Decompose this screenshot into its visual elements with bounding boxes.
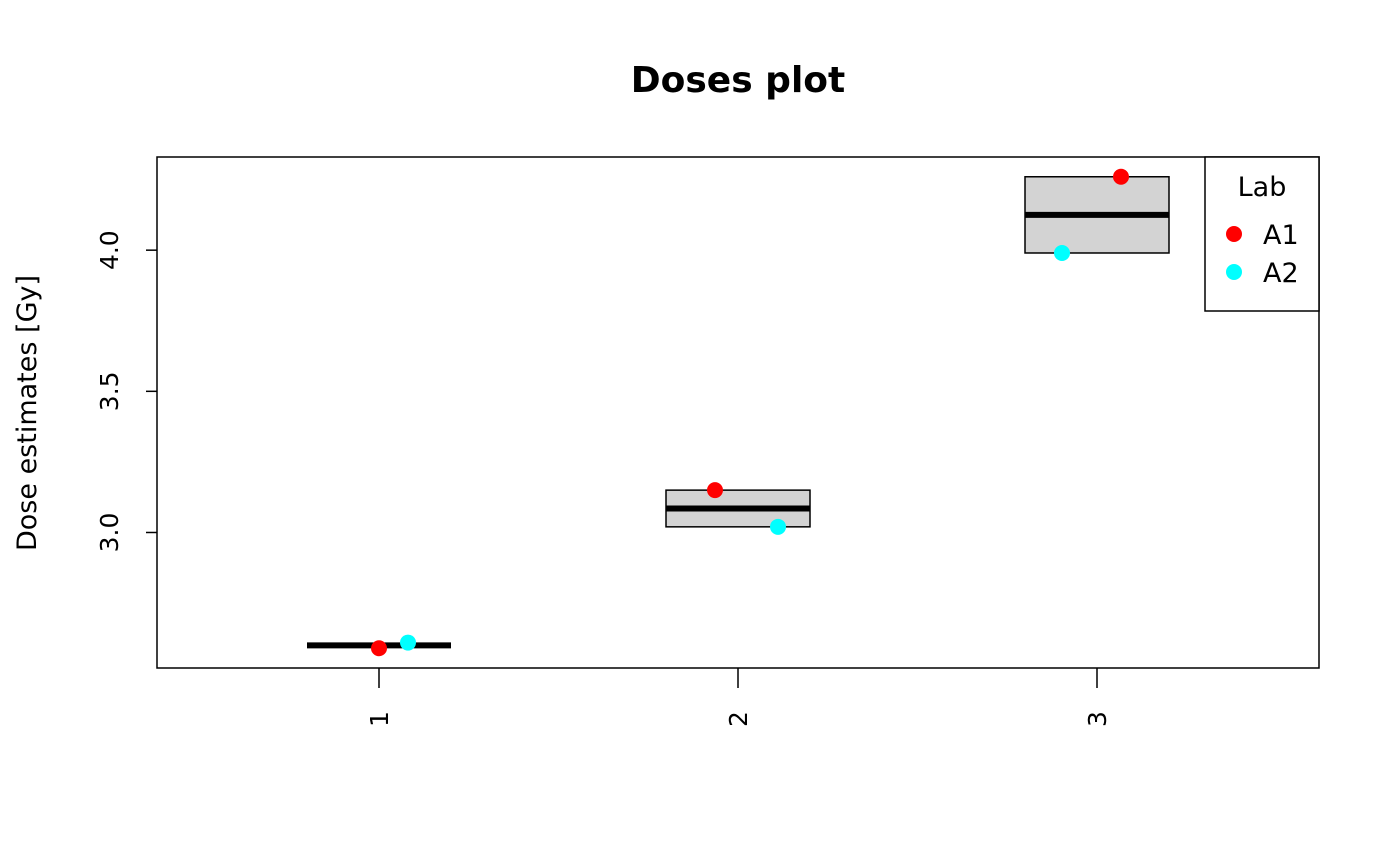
y-tick-label: 3.5	[95, 371, 124, 411]
x-tick-label: 1	[365, 711, 394, 727]
data-point	[371, 640, 387, 657]
legend-label-a1: A1	[1263, 220, 1299, 251]
x-tick-label: 3	[1083, 711, 1112, 727]
legend-marker-a2	[1226, 264, 1242, 280]
y-tick-label: 3.0	[95, 513, 124, 553]
y-tick-label: 4.0	[95, 230, 124, 270]
data-point	[707, 482, 723, 499]
box-group	[307, 176, 1170, 649]
data-point	[1113, 168, 1129, 185]
x-tick-label: 2	[724, 711, 753, 727]
data-point	[770, 518, 786, 535]
chart-title: Doses plot	[631, 60, 845, 101]
legend-marker-a1	[1226, 226, 1242, 242]
legend: Lab A1 A2	[1204, 156, 1320, 312]
legend-title: Lab	[1238, 172, 1287, 203]
data-point	[1054, 244, 1070, 261]
legend-label-a2: A2	[1263, 258, 1299, 289]
point-group	[371, 168, 1129, 657]
legend-box	[1204, 156, 1320, 312]
x-axis: 1 2 3	[365, 668, 1112, 727]
y-axis-label: Dose estimates [Gy]	[12, 275, 43, 551]
data-point	[400, 634, 416, 651]
y-axis: 3.0 3.5 4.0	[95, 230, 157, 552]
